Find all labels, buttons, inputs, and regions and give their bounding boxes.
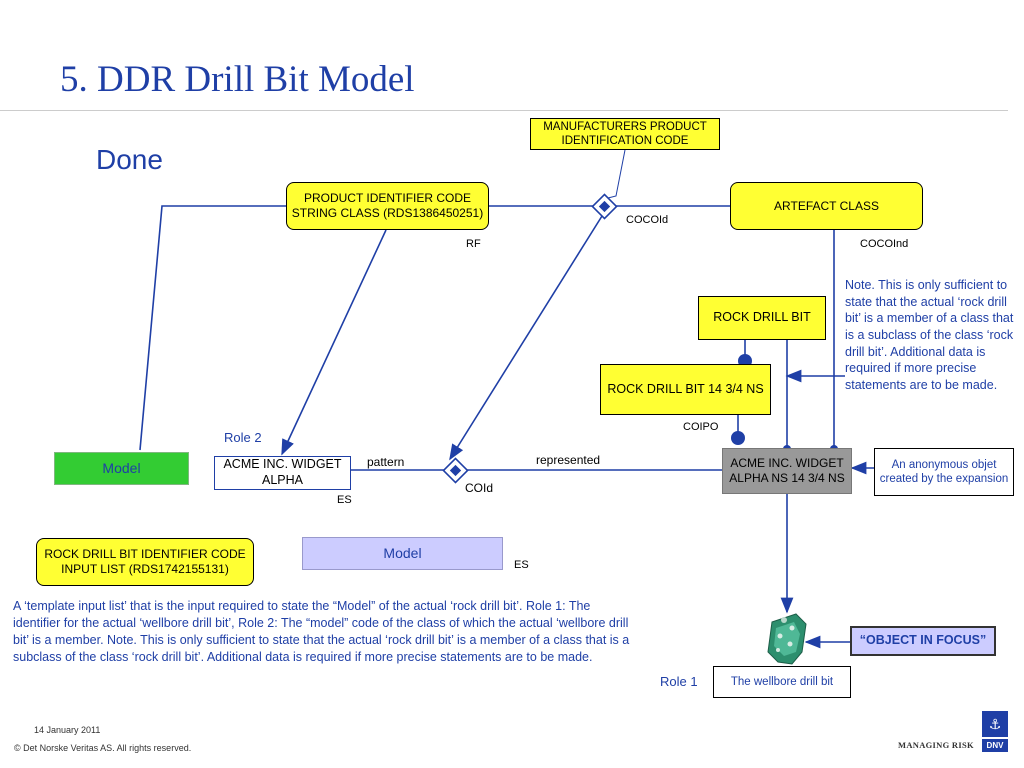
logo-text: DNV (982, 739, 1008, 752)
rock-drill-bit-box[interactable]: ROCK DRILL BIT (698, 296, 826, 340)
input-list-box[interactable]: ROCK DRILL BIT IDENTIFIER CODE INPUT LIS… (36, 538, 254, 586)
manufacturers-box[interactable]: MANUFACTURERS PRODUCT IDENTIFICATION COD… (530, 118, 720, 150)
description-paragraph: A ‘template input list’ that is the inpu… (13, 599, 630, 665)
artefact-class-box[interactable]: ARTEFACT CLASS (730, 182, 923, 230)
footer-date: 14 January 2011 (34, 725, 101, 735)
label-pattern: pattern (367, 455, 405, 469)
product-identifier-box[interactable]: PRODUCT IDENTIFIER CODE STRING CLASS (RD… (286, 182, 489, 230)
arrow-diamond-to-coid (449, 215, 603, 461)
label-es-1: ES (337, 494, 352, 506)
footer-tagline: MANAGING RISK (898, 740, 974, 750)
label-coipo: COIPO (683, 421, 719, 433)
dnv-logo: ⚓ DNV (982, 711, 1008, 753)
node-dot (731, 431, 745, 445)
slide-subtitle: Done (96, 144, 163, 175)
footer-copyright: © Det Norske Veritas AS. All rights rese… (14, 743, 192, 753)
label-role2: Role 2 (224, 430, 262, 445)
label-rf: RF (466, 238, 481, 250)
anchor-icon: ⚓ (982, 711, 1008, 737)
rock-drill-bit-14-box[interactable]: ROCK DRILL BIT 14 3/4 NS (600, 364, 771, 415)
wellbore-drill-bit-box[interactable]: The wellbore drill bit (713, 666, 851, 698)
relation-diamond (442, 457, 469, 484)
model-green-box[interactable]: Model (54, 452, 189, 485)
label-cocoid: COCOId (626, 214, 669, 226)
label-represented: represented (536, 453, 601, 467)
title-divider (0, 110, 1008, 111)
object-in-focus-box[interactable]: “OBJECT IN FOCUS” (850, 626, 996, 656)
acme-widget-ns-box[interactable]: ACME INC. WIDGET ALPHA NS 14 3/4 NS (722, 448, 852, 494)
line-model-to-product-id (139, 205, 286, 451)
label-coid: COId (465, 481, 494, 495)
acme-alpha-box[interactable]: ACME INC. WIDGET ALPHA (214, 456, 351, 490)
arrow-product-id-to-acme-alpha (281, 229, 387, 456)
relation-diamond (591, 193, 618, 220)
line-manufacturers-callout (607, 149, 626, 199)
label-role1: Role 1 (660, 674, 698, 689)
note-text: Note. This is only sufficient to state t… (845, 278, 1014, 392)
model-lavender-box[interactable]: Model (302, 537, 503, 570)
anonymous-object-box[interactable]: An anonymous objet created by the expans… (874, 448, 1014, 496)
slide-title: 5. DDR Drill Bit Model (60, 59, 415, 100)
label-cocoind: COCOInd (860, 238, 909, 250)
label-es-2: ES (514, 559, 529, 571)
drill-bit-icon (767, 613, 807, 665)
